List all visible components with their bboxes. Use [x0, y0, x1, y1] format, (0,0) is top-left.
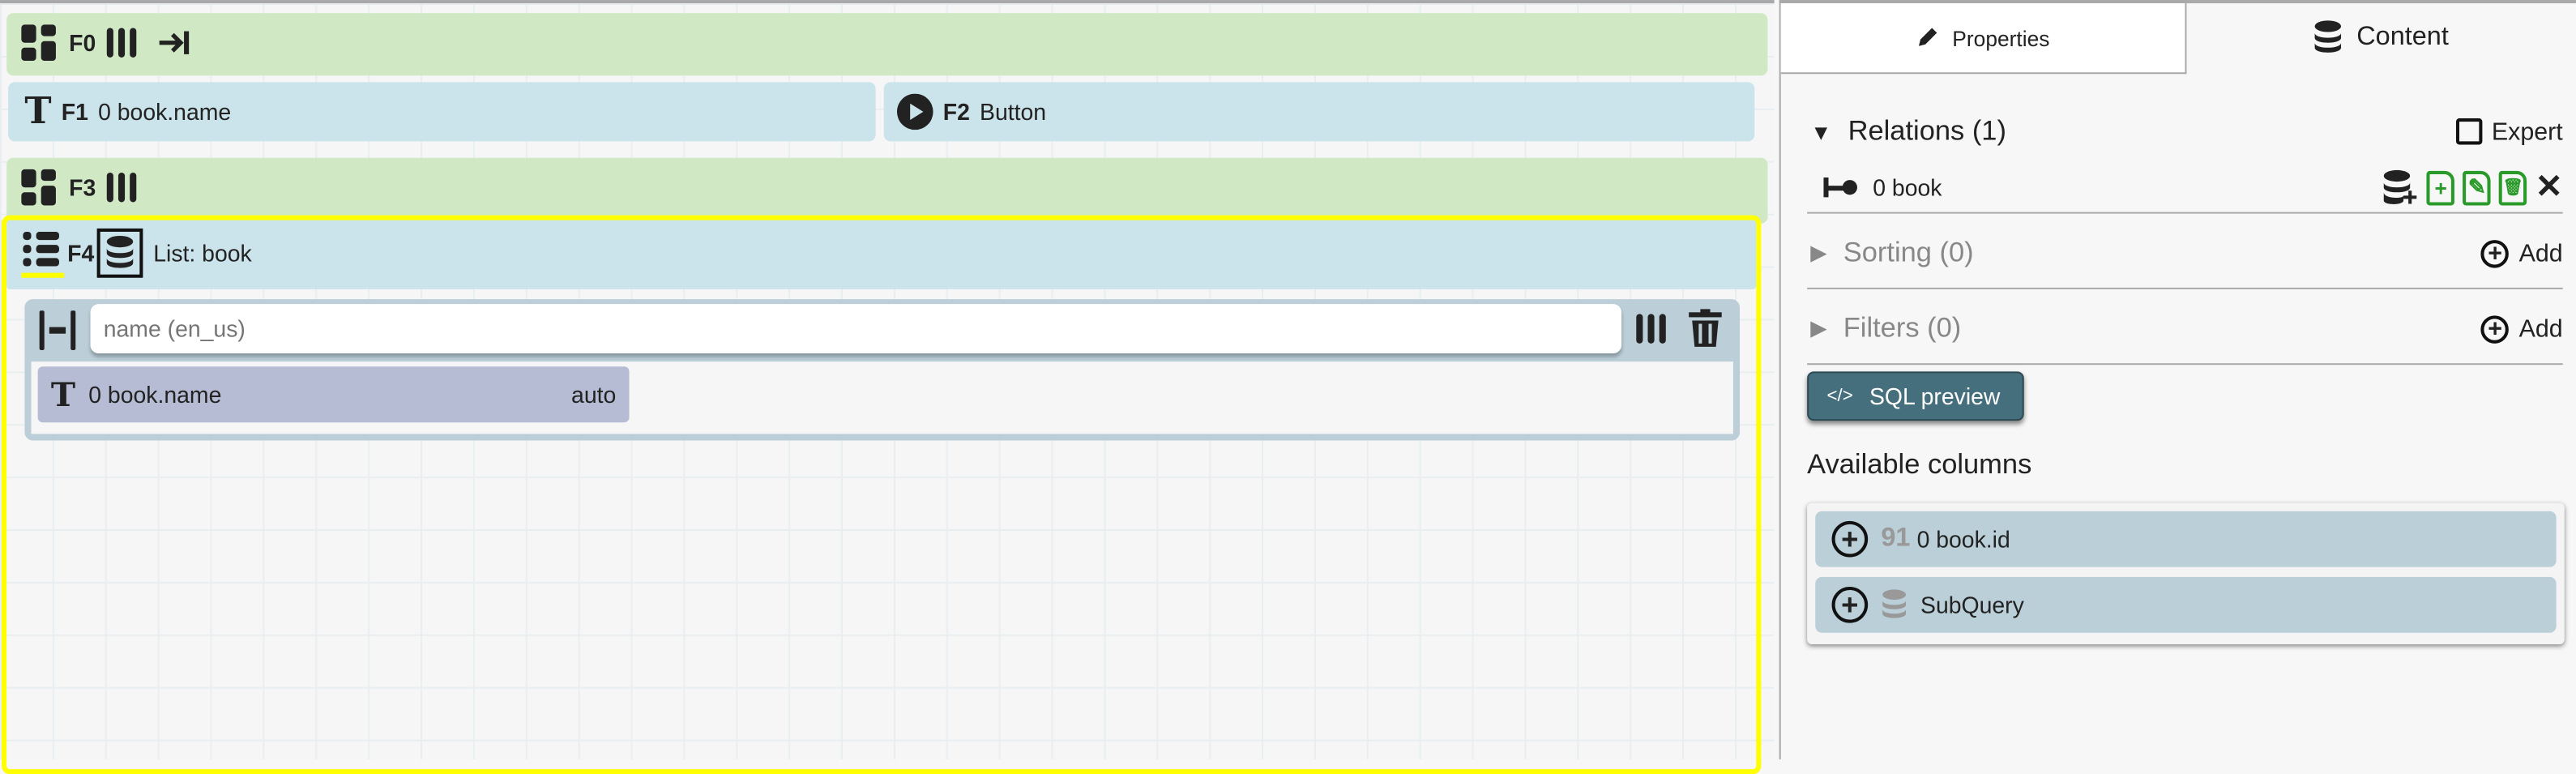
side-panel: Properties Content ▼ Relations (1) Exper… [1779, 0, 2576, 759]
available-columns-list: + 91 0 book.id + SubQuery [1807, 502, 2565, 644]
block-label: F3 [69, 173, 96, 201]
tab-properties[interactable]: Properties [1780, 3, 2187, 75]
block-label: F0 [69, 29, 96, 56]
column-item[interactable]: T 0 book.name auto [37, 366, 630, 423]
block-f3[interactable]: F3 [6, 157, 1768, 224]
pencil-icon [1916, 26, 1939, 49]
relation-label: 0 book [1873, 173, 1942, 201]
grid-layout-icon [19, 168, 59, 207]
sql-preview-button[interactable]: </> SQL preview [1807, 371, 2024, 421]
tab-label: Properties [1952, 25, 2050, 50]
file-add-icon[interactable]: + [2426, 169, 2455, 205]
database-icon[interactable] [97, 228, 144, 278]
available-column-item[interactable]: + 91 0 book.id [1815, 511, 2557, 567]
block-text: 0 book.name [98, 98, 232, 126]
file-edit-icon[interactable]: ✎ [2463, 169, 2492, 205]
column-label: 0 book.id [1916, 525, 2010, 553]
database-add-icon[interactable] [2382, 169, 2419, 206]
arrow-to-right-icon[interactable] [158, 28, 191, 58]
column-width-icon[interactable] [38, 309, 78, 352]
file-delete-icon[interactable]: 🗑 [2499, 169, 2527, 205]
columns-icon[interactable] [105, 26, 139, 59]
column-label: SubQuery [1920, 592, 2024, 618]
sql-preview-label: SQL preview [1869, 383, 2001, 409]
block-label: F1 [61, 98, 88, 126]
text-icon: T [24, 90, 52, 134]
expert-checkbox[interactable] [2455, 118, 2482, 145]
column-item-width: auto [571, 381, 617, 408]
grid-layout-icon [19, 23, 59, 62]
trash-icon[interactable] [1687, 309, 1724, 349]
block-f2-button[interactable]: F2 Button [883, 82, 1755, 142]
plus-circle-icon[interactable]: + [1831, 586, 1869, 623]
list-column-container: T 0 book.name auto [24, 299, 1741, 441]
block-text: Button [980, 98, 1047, 126]
available-columns-title: Available columns [1807, 448, 2032, 481]
block-f4-list[interactable]: F4 List: book T 0 book.name auto [2, 215, 1762, 774]
relations-title[interactable]: Relations (1) [1848, 114, 2006, 147]
column-header-input[interactable] [90, 304, 1622, 354]
expert-toggle[interactable]: Expert [2455, 118, 2563, 145]
relation-link-icon [1823, 176, 1860, 199]
add-filter-button[interactable]: + Add [2480, 314, 2563, 343]
list-icon [21, 229, 65, 277]
list-title: List: book [153, 240, 252, 267]
block-label: F2 [942, 98, 970, 126]
block-f0[interactable]: F0 [6, 13, 1768, 76]
column-drop-area: T 0 book.name auto [31, 361, 1733, 434]
relations-section: ▼ Relations (1) Expert [1810, 115, 2563, 148]
sorting-title[interactable]: Sorting (0) [1843, 237, 1974, 268]
layout-canvas: F0 T F1 0 book.name F2 Button [0, 0, 1775, 774]
caret-right-icon[interactable]: ▶ [1810, 240, 1827, 265]
sorting-section: ▶ Sorting (0) + Add [1810, 237, 2563, 270]
filters-title[interactable]: Filters (0) [1843, 312, 1962, 344]
number-type-icon: 91 [1881, 524, 1911, 553]
columns-icon[interactable] [1634, 312, 1668, 345]
available-column-item[interactable]: + SubQuery [1815, 576, 2557, 633]
column-item-label: 0 book.name [88, 381, 222, 408]
caret-down-icon[interactable]: ▼ [1810, 119, 1832, 144]
block-label: F4 [67, 240, 95, 267]
plus-circle-icon: + [2480, 314, 2510, 343]
add-label: Add [2518, 314, 2563, 343]
database-icon [2314, 19, 2343, 56]
filters-section: ▶ Filters (0) + Add [1810, 312, 2563, 345]
relation-item: 0 book + ✎ 🗑 ✕ [1823, 169, 2563, 206]
plus-circle-icon: + [2480, 239, 2510, 267]
expert-label: Expert [2491, 118, 2563, 146]
list-header: F4 List: book [6, 220, 1757, 289]
add-label: Add [2518, 239, 2563, 267]
caret-right-icon[interactable]: ▶ [1810, 315, 1827, 340]
plus-circle-icon[interactable]: + [1831, 520, 1869, 558]
columns-icon[interactable] [105, 171, 139, 204]
text-icon: T [50, 374, 76, 415]
code-icon: </> [1826, 386, 1853, 406]
tab-content[interactable]: Content [2186, 3, 2575, 72]
close-icon[interactable]: ✕ [2535, 169, 2563, 206]
database-icon [1881, 588, 1907, 622]
block-f1-text[interactable]: T F1 0 book.name [8, 82, 876, 142]
play-circle-icon [896, 93, 933, 130]
add-sorting-button[interactable]: + Add [2480, 239, 2563, 267]
tab-label: Content [2356, 23, 2449, 51]
